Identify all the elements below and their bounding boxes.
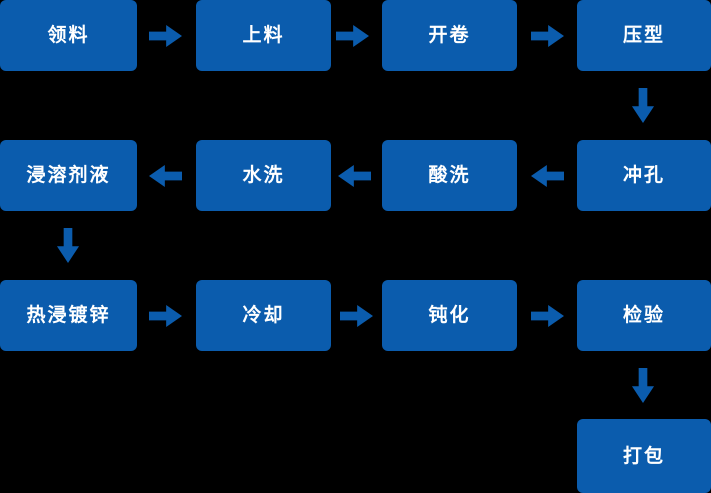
- arrow-down-icon: [631, 368, 655, 403]
- arrow-right-icon: [340, 304, 373, 328]
- process-node-label: 冲孔: [622, 165, 665, 186]
- process-node-n6[interactable]: 酸洗: [382, 140, 517, 211]
- process-node-label: 水洗: [242, 165, 285, 186]
- process-node-n8[interactable]: 浸溶剂液: [0, 140, 137, 211]
- arrow-down-icon: [631, 88, 655, 123]
- process-node-label: 钝化: [428, 305, 471, 326]
- arrow-right-icon: [336, 24, 369, 48]
- arrow-left-icon: [338, 164, 371, 188]
- process-node-label: 领料: [47, 25, 90, 46]
- process-node-label: 热浸镀锌: [26, 305, 111, 326]
- process-node-n5[interactable]: 冲孔: [577, 140, 711, 211]
- process-node-label: 酸洗: [428, 165, 471, 186]
- process-node-n3[interactable]: 开卷: [382, 0, 517, 71]
- process-node-label: 检验: [622, 305, 665, 326]
- process-node-n9[interactable]: 热浸镀锌: [0, 280, 137, 351]
- arrow-right-icon: [531, 304, 564, 328]
- process-node-n12[interactable]: 检验: [577, 280, 711, 351]
- process-node-label: 浸溶剂液: [26, 165, 111, 186]
- process-node-n4[interactable]: 压型: [577, 0, 711, 71]
- arrow-right-icon: [149, 304, 182, 328]
- arrow-right-icon: [149, 24, 182, 48]
- process-node-n13[interactable]: 打包: [577, 419, 711, 493]
- process-node-label: 上料: [242, 25, 285, 46]
- process-node-label: 开卷: [428, 25, 471, 46]
- process-node-n7[interactable]: 水洗: [196, 140, 331, 211]
- process-node-n2[interactable]: 上料: [196, 0, 331, 71]
- process-node-label: 冷却: [242, 305, 285, 326]
- process-node-n1[interactable]: 领料: [0, 0, 137, 71]
- process-node-n10[interactable]: 冷却: [196, 280, 331, 351]
- arrow-down-icon: [56, 228, 80, 263]
- arrow-right-icon: [531, 24, 564, 48]
- process-node-label: 压型: [622, 25, 665, 46]
- process-node-n11[interactable]: 钝化: [382, 280, 517, 351]
- process-node-label: 打包: [622, 445, 665, 467]
- arrow-left-icon: [531, 164, 564, 188]
- arrow-left-icon: [149, 164, 182, 188]
